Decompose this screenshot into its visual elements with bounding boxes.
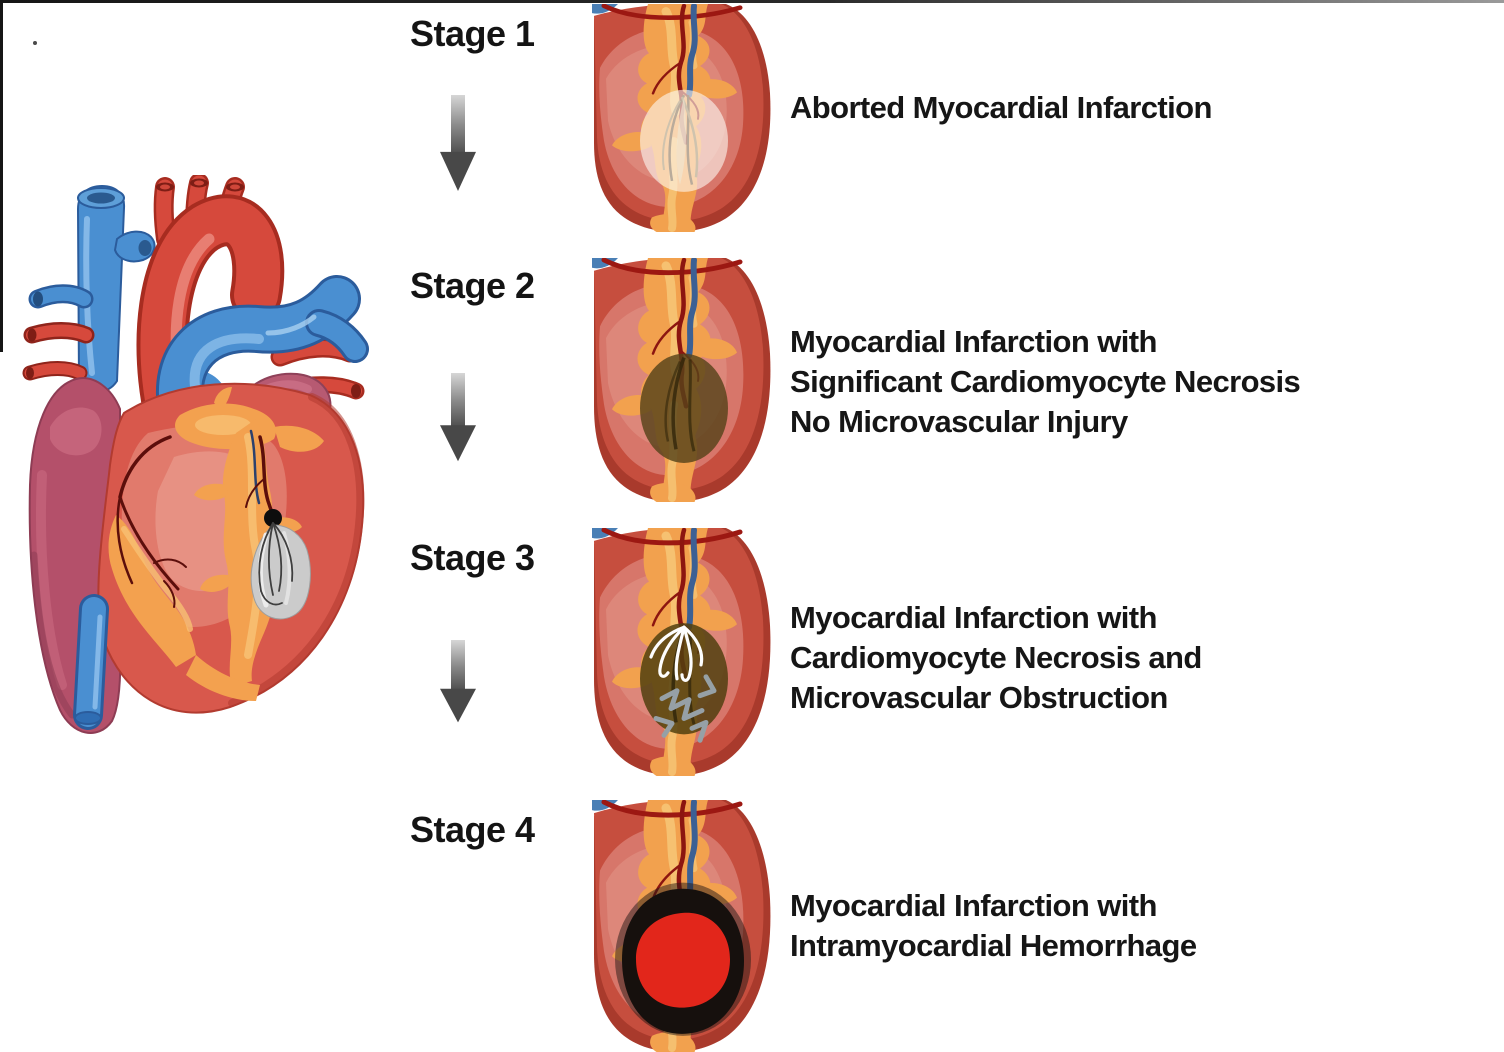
stage-1-label: Stage 1 [410, 13, 535, 54]
necrosis-overlay [640, 353, 728, 463]
epicardial-fat [108, 387, 324, 701]
description-line: Aborted Myocardial Infarction [790, 90, 1212, 125]
ink-speck [33, 41, 37, 45]
inferior-vena-cava [73, 594, 109, 730]
scan-border-top [0, 0, 1504, 3]
stage-4-tissue-panel [592, 800, 772, 1052]
obstructed-microvessels [653, 674, 717, 743]
down-arrow-1 [440, 95, 476, 192]
down-arrow-2 [440, 373, 476, 462]
coronary-occlusion-dot [264, 509, 282, 527]
description-line: Cardiomyocyte Necrosis and [790, 640, 1202, 675]
scan-border-left [0, 0, 3, 352]
stage-3-tissue-panel [592, 528, 772, 776]
aborted-infarct-overlay [640, 89, 728, 192]
description-line: Microvascular Obstruction [790, 680, 1168, 715]
left-pulmonary-vessels [22, 284, 95, 381]
stage-2-description: Myocardial Infarction with Significant C… [790, 322, 1301, 442]
coronary-arteries [116, 429, 275, 608]
patent-microvessels [649, 625, 704, 682]
anatomical-heart-illustration [22, 175, 369, 734]
description-line: No Microvascular Injury [790, 404, 1128, 439]
stage-3-description: Myocardial Infarction with Cardiomyocyte… [790, 598, 1202, 718]
description-line: Significant Cardiomyocyte Necrosis [790, 364, 1301, 399]
description-line: Myocardial Infarction with [790, 888, 1157, 923]
description-line: Myocardial Infarction with [790, 600, 1157, 635]
stage-4-label: Stage 4 [410, 809, 535, 850]
down-arrow-3 [440, 640, 476, 723]
description-line: Intramyocardial Hemorrhage [790, 928, 1197, 963]
necrosis-with-mvo-overlay [640, 623, 728, 743]
stage-2-label: Stage 2 [410, 265, 535, 306]
stage-1-description: Aborted Myocardial Infarction [790, 88, 1212, 128]
description-line: Myocardial Infarction with [790, 324, 1157, 359]
stage-4-description: Myocardial Infarction with Intramyocardi… [790, 886, 1197, 966]
stage-3-label: Stage 3 [410, 537, 535, 578]
ischemic-region [250, 522, 311, 620]
stage-2-tissue-panel [592, 258, 772, 502]
stage-1-tissue-panel [592, 4, 772, 232]
hemorrhage-overlay [615, 882, 751, 1036]
